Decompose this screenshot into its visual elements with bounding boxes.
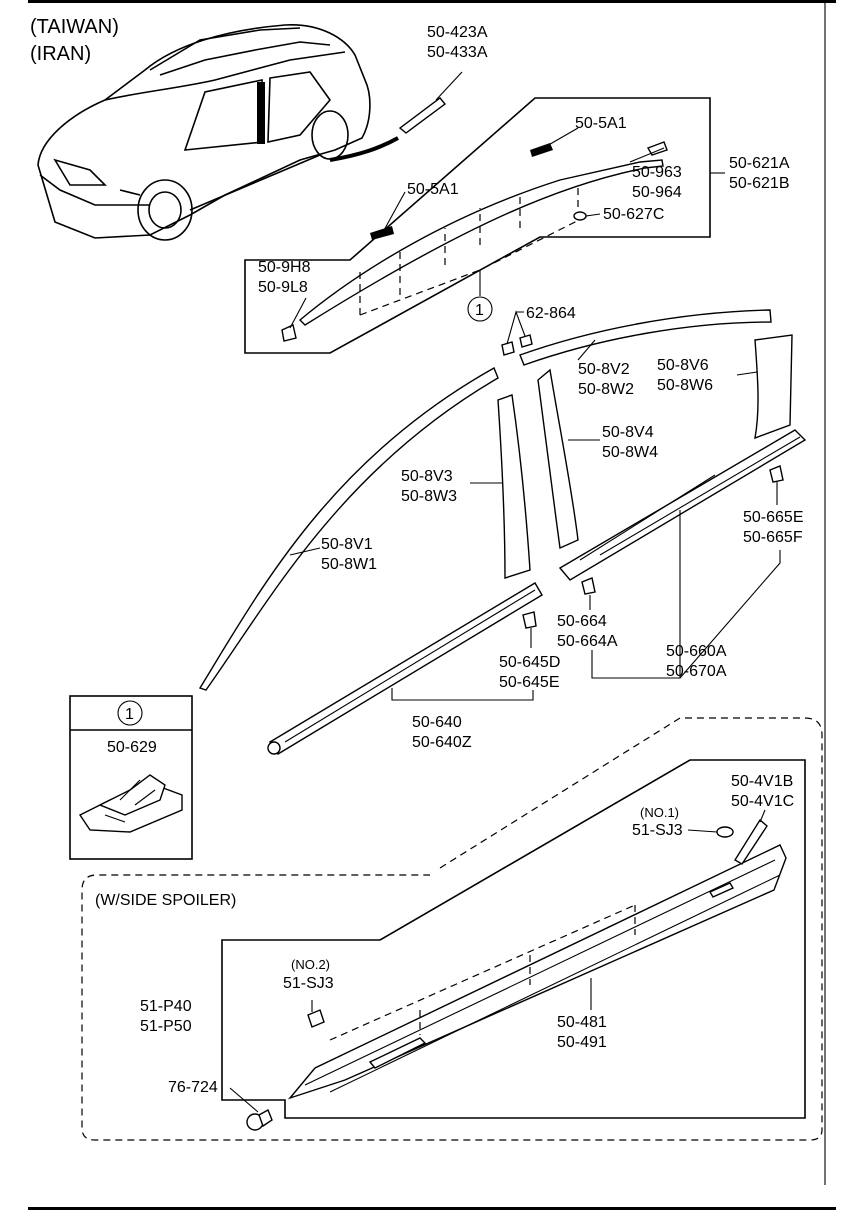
label-51-P50: 51-P50 xyxy=(140,1018,192,1035)
detail-box-50-629: 1 50-629 xyxy=(69,695,193,860)
label-50-8W2: 50-8W2 xyxy=(578,381,634,398)
label-62-864: 62-864 xyxy=(526,305,576,322)
part-50-8V3 xyxy=(497,394,531,579)
part-50-423A xyxy=(398,97,447,134)
detail-reference-number: 1 xyxy=(125,706,134,723)
part-50-4V1B xyxy=(734,818,768,865)
roof-molding-box xyxy=(244,97,711,354)
label-50-660A: 50-660A xyxy=(666,643,727,660)
part-50-664 xyxy=(581,577,596,595)
label-no1: (NO.1) xyxy=(640,805,679,820)
label-50-433A: 50-433A xyxy=(427,44,488,61)
part-62-864-b xyxy=(519,334,533,348)
label-50-8W6: 50-8W6 xyxy=(657,377,713,394)
part-50-645D xyxy=(522,611,537,629)
label-50-621A: 50-621A xyxy=(729,155,790,172)
label-50-664: 50-664 xyxy=(557,613,607,630)
label-50-9H8: 50-9H8 xyxy=(258,259,311,276)
market-label-taiwan: (TAIWAN) xyxy=(30,16,119,38)
label-50-8W4: 50-8W4 xyxy=(602,444,658,461)
part-50-660A xyxy=(558,429,807,581)
label-51-SJ3-no1: 51-SJ3 xyxy=(632,822,683,839)
part-50-8V4 xyxy=(537,368,579,550)
part-50-665E xyxy=(769,465,784,483)
vehicle-illustration xyxy=(37,24,399,241)
label-50-4V1C: 50-4V1C xyxy=(731,793,794,810)
reference-number: 1 xyxy=(475,302,484,319)
label-50-640Z: 50-640Z xyxy=(412,734,472,751)
part-62-864-a xyxy=(501,341,515,356)
label-50-491: 50-491 xyxy=(557,1034,607,1051)
label-50-670A: 50-670A xyxy=(666,663,727,680)
bottom-border xyxy=(28,1207,836,1210)
part-50-8V6 xyxy=(754,334,793,440)
label-50-8V1: 50-8V1 xyxy=(321,536,373,553)
part-51-SJ3-no1 xyxy=(716,826,734,838)
part-roof-molding xyxy=(298,159,664,326)
label-50-964: 50-964 xyxy=(632,184,682,201)
detail-reference-circle xyxy=(117,700,143,726)
market-label-iran: (IRAN) xyxy=(30,43,91,65)
label-50-8W3: 50-8W3 xyxy=(401,488,457,505)
label-50-645E: 50-645E xyxy=(499,674,560,691)
label-50-8V3: 50-8V3 xyxy=(401,468,453,485)
label-51-P40: 51-P40 xyxy=(140,998,192,1015)
label-50-627C: 50-627C xyxy=(603,206,664,223)
part-76-724 xyxy=(246,1109,273,1131)
label-50-4V1B: 50-4V1B xyxy=(731,773,793,790)
label-50-640: 50-640 xyxy=(412,714,462,731)
label-50-621B: 50-621B xyxy=(729,175,790,192)
spoiler-callout-box xyxy=(221,759,806,1119)
side-spoiler-note: (W/SIDE SPOILER) xyxy=(95,892,236,909)
label-50-8V4: 50-8V4 xyxy=(602,424,654,441)
label-50-5A1-upper: 50-5A1 xyxy=(575,115,627,132)
part-50-8V1 xyxy=(198,366,499,691)
part-50-481 xyxy=(287,844,787,1100)
reference-circle-1 xyxy=(467,296,493,322)
label-50-481: 50-481 xyxy=(557,1014,607,1031)
label-50-8W1: 50-8W1 xyxy=(321,556,377,573)
label-50-9L8: 50-9L8 xyxy=(258,279,308,296)
label-51-SJ3-no2: 51-SJ3 xyxy=(283,975,334,992)
label-50-645D: 50-645D xyxy=(499,654,560,671)
label-50-963: 50-963 xyxy=(632,164,682,181)
label-50-665F: 50-665F xyxy=(743,529,803,546)
top-border xyxy=(28,0,836,3)
label-50-665E: 50-665E xyxy=(743,509,804,526)
label-50-5A1-lower: 50-5A1 xyxy=(407,181,459,198)
label-no2: (NO.2) xyxy=(291,957,330,972)
label-50-8V2: 50-8V2 xyxy=(578,361,630,378)
side-spoiler-dashed-region xyxy=(81,717,823,1141)
label-50-664A: 50-664A xyxy=(557,633,618,650)
label-50-423A: 50-423A xyxy=(427,24,488,41)
label-50-629: 50-629 xyxy=(107,739,157,756)
label-50-8V6: 50-8V6 xyxy=(657,357,709,374)
label-76-724: 76-724 xyxy=(168,1079,218,1096)
part-51-SJ3-no2 xyxy=(307,1009,325,1028)
